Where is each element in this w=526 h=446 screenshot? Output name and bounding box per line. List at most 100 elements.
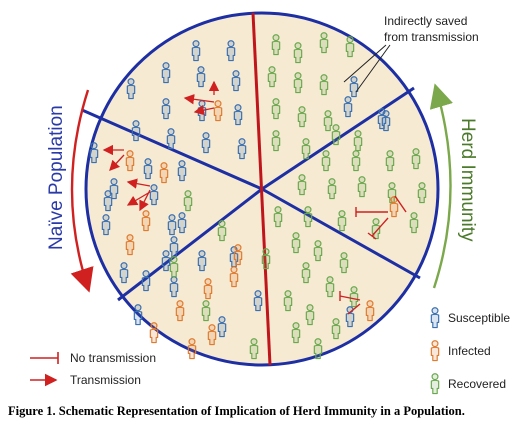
susceptible-person-icon bbox=[143, 158, 153, 180]
infected-person-icon bbox=[149, 322, 159, 344]
infected-person-icon bbox=[141, 210, 151, 232]
susceptible-person-icon bbox=[226, 40, 236, 62]
recovered-person-icon bbox=[385, 150, 395, 172]
susceptible-person-icon bbox=[161, 250, 171, 272]
indirectly-saved-annotation: Indirectly saved from transmission bbox=[343, 14, 479, 93]
susceptible-person-icon bbox=[109, 178, 119, 200]
susceptible-person-icon bbox=[191, 40, 201, 62]
susceptible-person-icon bbox=[233, 104, 243, 126]
recovered-person-icon bbox=[305, 304, 315, 326]
susceptible-person-icon bbox=[343, 96, 353, 118]
recovered-person-icon bbox=[319, 74, 329, 96]
recovered-person-icon bbox=[349, 286, 359, 308]
center-divider bbox=[251, 12, 272, 366]
susceptible-person-icon bbox=[149, 184, 159, 206]
recovered-person-icon bbox=[301, 138, 311, 160]
susceptible-person-icon bbox=[201, 132, 211, 154]
susceptible-person-icon bbox=[119, 262, 129, 284]
susceptible-person-icon bbox=[131, 120, 141, 142]
infected-person-icon bbox=[207, 324, 217, 346]
legend-infected: Infected bbox=[448, 344, 491, 358]
infected-person-icon bbox=[187, 338, 197, 360]
infected-person-icon bbox=[365, 300, 375, 322]
recovered-person-icon bbox=[217, 220, 227, 242]
susceptible-person-icon bbox=[169, 236, 179, 258]
recovered-person-icon bbox=[313, 240, 323, 262]
recovered-person-icon bbox=[331, 318, 341, 340]
recovered-person-icon bbox=[291, 232, 301, 254]
susceptible-person-icon bbox=[126, 78, 136, 100]
susceptible-person-icon bbox=[133, 304, 143, 326]
recovered-person-icon bbox=[301, 262, 311, 284]
infected-person-icon bbox=[233, 244, 243, 266]
infected-person-icon bbox=[175, 300, 185, 322]
susceptible-person-icon bbox=[166, 128, 176, 150]
infected-person-icon bbox=[159, 162, 169, 184]
recovered-person-icon bbox=[351, 150, 361, 172]
infected-person-icon bbox=[229, 266, 239, 288]
infected-person-icon bbox=[213, 100, 223, 122]
infected-person-icon bbox=[125, 150, 135, 172]
recovered-person-icon bbox=[273, 206, 283, 228]
recovered-person-icon bbox=[169, 256, 179, 278]
susceptible-person-icon bbox=[217, 316, 227, 338]
recovered-person-icon bbox=[327, 178, 337, 200]
recovered-person-icon bbox=[323, 110, 333, 132]
annotation-line-2: from transmission bbox=[384, 30, 479, 44]
recovered-person-icon bbox=[261, 248, 271, 270]
infected-person-icon bbox=[125, 234, 135, 256]
recovered-person-icon bbox=[409, 212, 419, 234]
recovered-person-icon bbox=[271, 98, 281, 120]
transmission-arrows bbox=[102, 80, 220, 212]
recovered-person-icon bbox=[339, 252, 349, 274]
susceptible-person-icon bbox=[349, 76, 359, 98]
legend-susceptible: Susceptible bbox=[448, 311, 510, 325]
no-transmission-marks bbox=[339, 195, 407, 315]
recovered-icon bbox=[430, 373, 440, 395]
susceptible-person-icon bbox=[161, 98, 171, 120]
recovered-person-icon bbox=[337, 210, 347, 232]
recovered-person-icon bbox=[411, 148, 421, 170]
susceptible-person-icon bbox=[167, 214, 177, 236]
susceptible-person-icon bbox=[141, 270, 151, 292]
susceptible-person-icon bbox=[101, 214, 111, 236]
recovered-person-icon bbox=[321, 150, 331, 172]
legend: Susceptible Infected Recovered No transm… bbox=[30, 307, 510, 395]
susceptible-icon bbox=[430, 307, 440, 329]
recovered-person-icon bbox=[303, 206, 313, 228]
infected-person-icon bbox=[203, 278, 213, 300]
legend-no-transmission: No transmission bbox=[70, 351, 156, 365]
susceptible-person-icon bbox=[381, 110, 391, 132]
recovered-person-icon bbox=[201, 300, 211, 322]
recovered-person-icon bbox=[417, 182, 427, 204]
susceptible-person-icon bbox=[89, 142, 99, 164]
svg-text:Herd Immunity: Herd Immunity bbox=[457, 118, 478, 242]
susceptible-person-icon bbox=[177, 212, 187, 234]
susceptible-person-icon bbox=[231, 70, 241, 92]
susceptible-person-icon bbox=[253, 290, 263, 312]
recovered-person-icon bbox=[325, 276, 335, 298]
recovered-person-icon bbox=[319, 32, 329, 54]
susceptible-person-icon bbox=[103, 190, 113, 212]
recovered-person-icon bbox=[353, 130, 363, 152]
recovered-person-icon bbox=[271, 34, 281, 56]
susceptible-person-icon bbox=[169, 276, 179, 298]
susceptible-person-icon bbox=[177, 160, 187, 182]
susceptible-person-icon bbox=[161, 62, 171, 84]
recovered-person-icon bbox=[283, 290, 293, 312]
annotation-line-1: Indirectly saved bbox=[384, 14, 467, 28]
recovered-person-icon bbox=[297, 106, 307, 128]
recovered-person-icon bbox=[267, 66, 277, 88]
svg-text:Naïve Population: Naïve Population bbox=[46, 105, 67, 250]
figure-caption: Figure 1. Schematic Representation of Im… bbox=[8, 404, 465, 418]
recovered-person-icon bbox=[313, 338, 323, 360]
susceptible-person-icon bbox=[196, 66, 206, 88]
susceptible-person-icon bbox=[197, 250, 207, 272]
recovered-person-icon bbox=[293, 42, 303, 64]
naive-population-label: Naïve Population bbox=[46, 89, 94, 293]
recovered-person-icon bbox=[357, 176, 367, 198]
susceptible-person-icon bbox=[237, 138, 247, 160]
recovered-person-icon bbox=[183, 190, 193, 212]
infected-person-icon bbox=[389, 196, 399, 218]
